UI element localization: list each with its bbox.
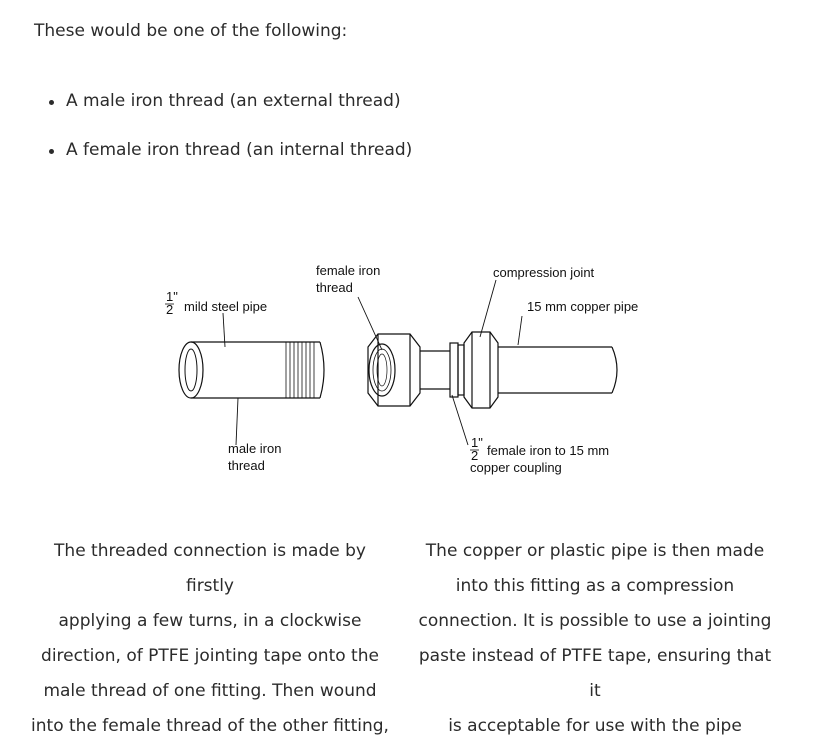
copper-pipe-label: 15 mm copper pipe bbox=[527, 299, 638, 314]
compression-joint-label: compression joint bbox=[493, 265, 595, 280]
male-iron-thread-label: thread bbox=[228, 458, 265, 473]
male-thread-drawing bbox=[285, 342, 315, 398]
male-iron-thread-label: male iron bbox=[228, 441, 281, 456]
female-iron-coupling-drawing bbox=[367, 333, 465, 407]
paragraph-line: direction, of PTFE jointing tape onto th… bbox=[41, 646, 379, 666]
leader-lines bbox=[222, 279, 523, 446]
female-iron-thread-label: female iron bbox=[316, 263, 380, 278]
female-iron-thread-label: thread bbox=[316, 280, 353, 295]
list-item: A female iron thread (an internal thread… bbox=[34, 137, 412, 163]
paragraph-line: male thread of one fitting. Then wound bbox=[43, 681, 377, 701]
fraction-denominator-label: 2 bbox=[471, 448, 478, 463]
fraction-numerator-label: 1" bbox=[166, 289, 178, 304]
paragraph-line: paste instead of PTFE tape, ensuring tha… bbox=[418, 646, 772, 701]
right-paragraph: The copper or plastic pipe is then made … bbox=[414, 534, 776, 744]
compression-nut-drawing bbox=[463, 331, 499, 409]
paragraph-line: is acceptable for use with the pipe bbox=[448, 716, 742, 736]
paragraph-line: connection. It is possible to use a join… bbox=[418, 611, 772, 631]
paragraph-line: into the female thread of the other fitt… bbox=[31, 716, 389, 736]
pipe-fitting-diagram: 1" 2 mild steel pipe female iron thread … bbox=[165, 263, 638, 475]
coupling-label: female iron to 15 mm bbox=[487, 443, 609, 458]
thread-type-list: A male iron thread (an external thread) … bbox=[34, 88, 412, 186]
paragraph-line: into this fitting as a compression bbox=[455, 576, 735, 596]
paragraph-line: The copper or plastic pipe is then made bbox=[425, 541, 765, 561]
intro-text: These would be one of the following: bbox=[34, 21, 348, 41]
fraction-denominator-label: 2 bbox=[166, 302, 173, 317]
paragraph-line: The threaded connection is made by first… bbox=[54, 541, 366, 596]
mild-steel-pipe-drawing bbox=[178, 341, 325, 399]
paragraph-line: applying a few turns, in a clockwise bbox=[58, 611, 362, 631]
copper-pipe-drawing bbox=[498, 346, 618, 394]
list-item: A male iron thread (an external thread) bbox=[34, 88, 412, 114]
left-paragraph: The threaded connection is made by first… bbox=[30, 534, 390, 744]
mild-steel-pipe-label: mild steel pipe bbox=[184, 299, 267, 314]
fraction-numerator-label: 1" bbox=[471, 435, 483, 450]
diagram-labels: 1" 2 mild steel pipe female iron thread … bbox=[165, 263, 638, 475]
coupling-label: copper coupling bbox=[470, 460, 562, 475]
